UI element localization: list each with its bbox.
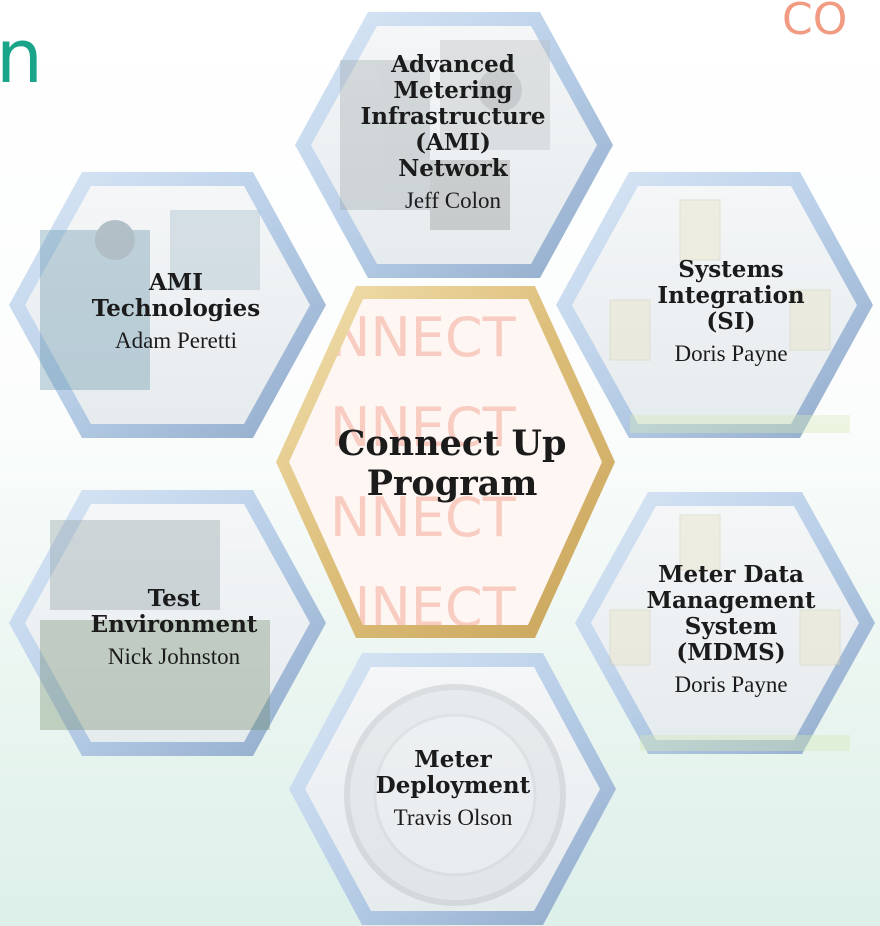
node-title: AMI Technologies (91, 269, 261, 322)
hex-tile-meter-deployment (289, 653, 616, 925)
node-ami-network: Advanced Metering Infrastructure (AMI) N… (361, 52, 546, 214)
meter-photo-background (344, 684, 566, 906)
node-owner: Travis Olson (393, 804, 513, 830)
node-mdms: Meter Data Management System (MDMS) Dori… (646, 562, 815, 698)
node-connect-up-program: Connect Up Program (337, 422, 567, 505)
watermark-row: NNECT (330, 396, 517, 459)
cropped-title-letter: n (0, 14, 43, 100)
hex-tile-systems-integration (556, 172, 873, 438)
watermark-row: NNECT (330, 306, 517, 369)
facility-photo-background (40, 520, 270, 730)
hex-tile-ami-technologies (9, 172, 326, 438)
operator-photo-background (40, 210, 260, 390)
hex-tile-ami-network (295, 12, 613, 278)
node-ami-technologies: AMI Technologies Adam Peretti (92, 270, 260, 354)
connect-up-logo: CO (782, 0, 847, 40)
node-systems-integration: Systems Integration (SI) Doris Payne (657, 257, 804, 367)
mdms-diagram-background (609, 514, 850, 751)
node-owner: Jeff Colon (404, 187, 502, 213)
node-owner: Doris Payne (674, 671, 788, 697)
hex-tile-test-environment (9, 490, 326, 756)
node-title: Advanced Metering Infrastructure (AMI) N… (360, 51, 546, 182)
center-title: Connect Up Program (337, 422, 567, 504)
watermark-row: NNECT (330, 576, 517, 639)
node-title: Meter Deployment (375, 746, 531, 799)
node-owner: Doris Payne (674, 340, 788, 366)
node-owner: Adam Peretti (114, 327, 237, 353)
hex-tile-center: NNECT NNECT NNECT NNECT (276, 286, 615, 639)
node-test-environment: Test Environment Nick Johnston (91, 586, 258, 670)
node-meter-deployment: Meter Deployment Travis Olson (376, 747, 530, 831)
equipment-background-image (340, 40, 550, 230)
si-diagram-background (609, 199, 850, 433)
node-title: Meter Data Management System (MDMS) (646, 561, 816, 666)
node-owner: Nick Johnston (107, 643, 241, 669)
node-title: Systems Integration (SI) (657, 256, 805, 335)
logo-text: CO (782, 0, 847, 40)
watermark-row: NNECT (330, 486, 517, 549)
hex-tile-mdms (575, 492, 875, 754)
node-title: Test Environment (90, 585, 258, 638)
center-watermark: NNECT NNECT NNECT NNECT (330, 306, 517, 639)
